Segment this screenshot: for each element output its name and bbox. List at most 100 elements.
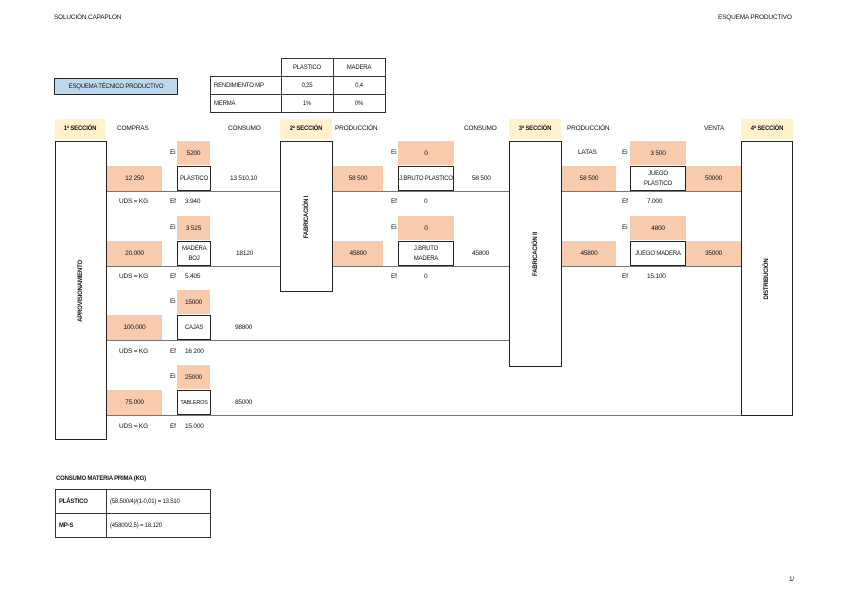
ei-value: 0 bbox=[398, 216, 454, 240]
consumo-value: 18120 bbox=[236, 250, 254, 257]
flow-line-madera bbox=[107, 266, 741, 267]
section-3-header: 3ª SECCIÓN bbox=[509, 119, 561, 139]
venta-header: VENTA bbox=[704, 125, 725, 132]
consumo-header-2: CONSUMO bbox=[464, 125, 497, 132]
ef-value: 0 bbox=[424, 273, 428, 280]
material-box: CAJAS bbox=[177, 315, 211, 340]
column-header-plastico: PLASTICO bbox=[280, 58, 334, 77]
consumo-value: 45800 bbox=[472, 250, 490, 257]
stage-fabricacion-1: FABRICACIÓN I bbox=[280, 141, 333, 292]
material-box: TABLEROS bbox=[177, 390, 211, 415]
stage-label: APROVISIONAMIENTO bbox=[78, 259, 84, 322]
row-label: RENDIMIENTO MP bbox=[210, 76, 282, 95]
ef-label: Ef bbox=[622, 273, 628, 280]
ef-value: 7.000 bbox=[647, 198, 663, 205]
ei-value: 5200 bbox=[177, 141, 210, 165]
uds-label: UDS = KG bbox=[119, 348, 148, 355]
parameters-header-row: PLASTICO MADERA bbox=[211, 58, 386, 77]
compras-header: COMPRAS bbox=[117, 125, 149, 132]
ef-label: Ef bbox=[622, 198, 628, 205]
cell-value: 0% bbox=[332, 94, 386, 113]
cell-value: 0,25 bbox=[280, 76, 334, 95]
document-subtitle: ESQUEMA PRODUCTIVO bbox=[718, 14, 792, 21]
ei-value: 3 500 bbox=[630, 141, 686, 165]
consumo-value: 85000 bbox=[235, 399, 253, 406]
uds-label: UDS = KG bbox=[119, 273, 148, 280]
section-1-header: 1ª SECCIÓN bbox=[55, 119, 105, 139]
ef-value: 16 200 bbox=[185, 348, 204, 355]
ef-label: Ef bbox=[170, 348, 176, 355]
row-label: MP-S bbox=[55, 513, 107, 538]
product-box: JUEGO MADERA bbox=[630, 241, 686, 266]
page-number: 1/ bbox=[789, 576, 795, 583]
cell-value: 1% bbox=[280, 94, 334, 113]
row-formula: (58.500/4)/(1-0,01) = 13.510 bbox=[106, 489, 211, 514]
row-label: MERMA bbox=[210, 94, 282, 113]
stage-label: FABRICACIÓN II bbox=[532, 232, 539, 276]
consumo-mp-table: PLÁSTICO (58.500/4)/(1-0,01) = 13.510 MP… bbox=[55, 489, 211, 538]
stage-fabricacion-2: FABRICACIÓN II bbox=[509, 141, 562, 367]
product-box: JUEGO PLÁSTICO bbox=[630, 166, 686, 191]
ei-label: Ei bbox=[391, 149, 397, 156]
compras-value: 75.000 bbox=[107, 390, 162, 415]
material-box: MADERA BOJ bbox=[177, 241, 211, 266]
compras-value: 100.000 bbox=[107, 315, 162, 340]
document-title: SOLUCIÓN CAPAPLON bbox=[54, 14, 122, 21]
ef-value: 0 bbox=[424, 198, 428, 205]
consumo-value: 98800 bbox=[235, 324, 253, 331]
consumo-value: 58 500 bbox=[472, 175, 491, 182]
produccion-header-1: PRODUCCIÓN bbox=[335, 125, 378, 132]
scheme-title: ESQUEMA TÉCNICO PRODUCTIVO bbox=[54, 78, 178, 95]
product-box: J.BRUTO MADERA bbox=[398, 241, 454, 266]
product-box: J.BRUTO PLASTICO bbox=[398, 166, 454, 191]
section-2-header: 2ª SECCIÓN bbox=[280, 119, 332, 139]
ef-value: 15.000 bbox=[185, 423, 204, 430]
flow-line-plastico bbox=[107, 191, 741, 192]
compras-value: 20.000 bbox=[107, 241, 162, 266]
flow-line-tableros bbox=[107, 415, 741, 416]
ef-value: 15.100 bbox=[647, 273, 666, 280]
ei-label: Ei bbox=[391, 224, 397, 231]
flow-line-cajas bbox=[107, 340, 509, 341]
ei-label: Ei bbox=[170, 224, 176, 231]
material-box: PLÁSTICO bbox=[177, 166, 211, 191]
uds-label: UDS = KG bbox=[119, 423, 148, 430]
section-4-header: 4ª SECCIÓN bbox=[741, 119, 793, 139]
row-formula: (45800/2,5) = 18.120 bbox=[106, 513, 211, 538]
stage-aprovisionamiento: APROVISIONAMIENTO bbox=[55, 141, 107, 440]
produccion-value: 58 500 bbox=[333, 166, 383, 191]
venta-value: 35000 bbox=[686, 241, 741, 266]
ei-label: Ei bbox=[170, 298, 176, 305]
ef-label: Ef bbox=[170, 198, 176, 205]
parameters-row: MERMA 1% 0% bbox=[210, 94, 386, 113]
consumo-header-1: CONSUMO bbox=[228, 125, 261, 132]
ef-value: 5.405 bbox=[185, 273, 201, 280]
ei-value: 25000 bbox=[177, 365, 210, 389]
stage-distribucion: DISTRIBUCIÓN bbox=[741, 141, 793, 416]
produccion-header-2: PRODUCCIÓN bbox=[567, 125, 610, 132]
stage-label: FABRICACIÓN I bbox=[303, 195, 310, 238]
stage-label: DISTRIBUCIÓN bbox=[764, 258, 770, 299]
ei-value: 15000 bbox=[177, 290, 210, 314]
parameters-row: RENDIMIENTO MP 0,25 0,4 bbox=[210, 76, 386, 95]
ei-label: Ei bbox=[170, 149, 176, 156]
compras-value: 12 250 bbox=[107, 166, 162, 191]
ei-value: 4800 bbox=[630, 216, 686, 240]
latas-label: LATAS bbox=[578, 149, 597, 156]
ei-label: Ei bbox=[622, 224, 628, 231]
ef-label: Ef bbox=[391, 273, 397, 280]
uds-label: UDS = KG bbox=[119, 198, 148, 205]
ei-value: 0 bbox=[398, 141, 454, 165]
ei-label: Ei bbox=[622, 149, 628, 156]
consumo-mp-row: MP-S (45800/2,5) = 18.120 bbox=[55, 513, 211, 538]
empty-cell bbox=[211, 59, 282, 77]
cell-value: 0,4 bbox=[332, 76, 386, 95]
consumo-mp-row: PLÁSTICO (58.500/4)/(1-0,01) = 13.510 bbox=[55, 489, 211, 514]
ei-label: Ei bbox=[170, 373, 176, 380]
consumo-mp-title: CONSUMO MATERIA PRIMA (KG) bbox=[56, 476, 146, 482]
produccion-value: 45800 bbox=[562, 241, 616, 266]
consumo-value: 13 510,10 bbox=[230, 175, 258, 182]
column-header-madera: MADERA bbox=[332, 58, 386, 77]
parameters-table: PLASTICO MADERA RENDIMIENTO MP 0,25 0,4 … bbox=[210, 58, 386, 113]
produccion-value: 45800 bbox=[333, 241, 383, 266]
